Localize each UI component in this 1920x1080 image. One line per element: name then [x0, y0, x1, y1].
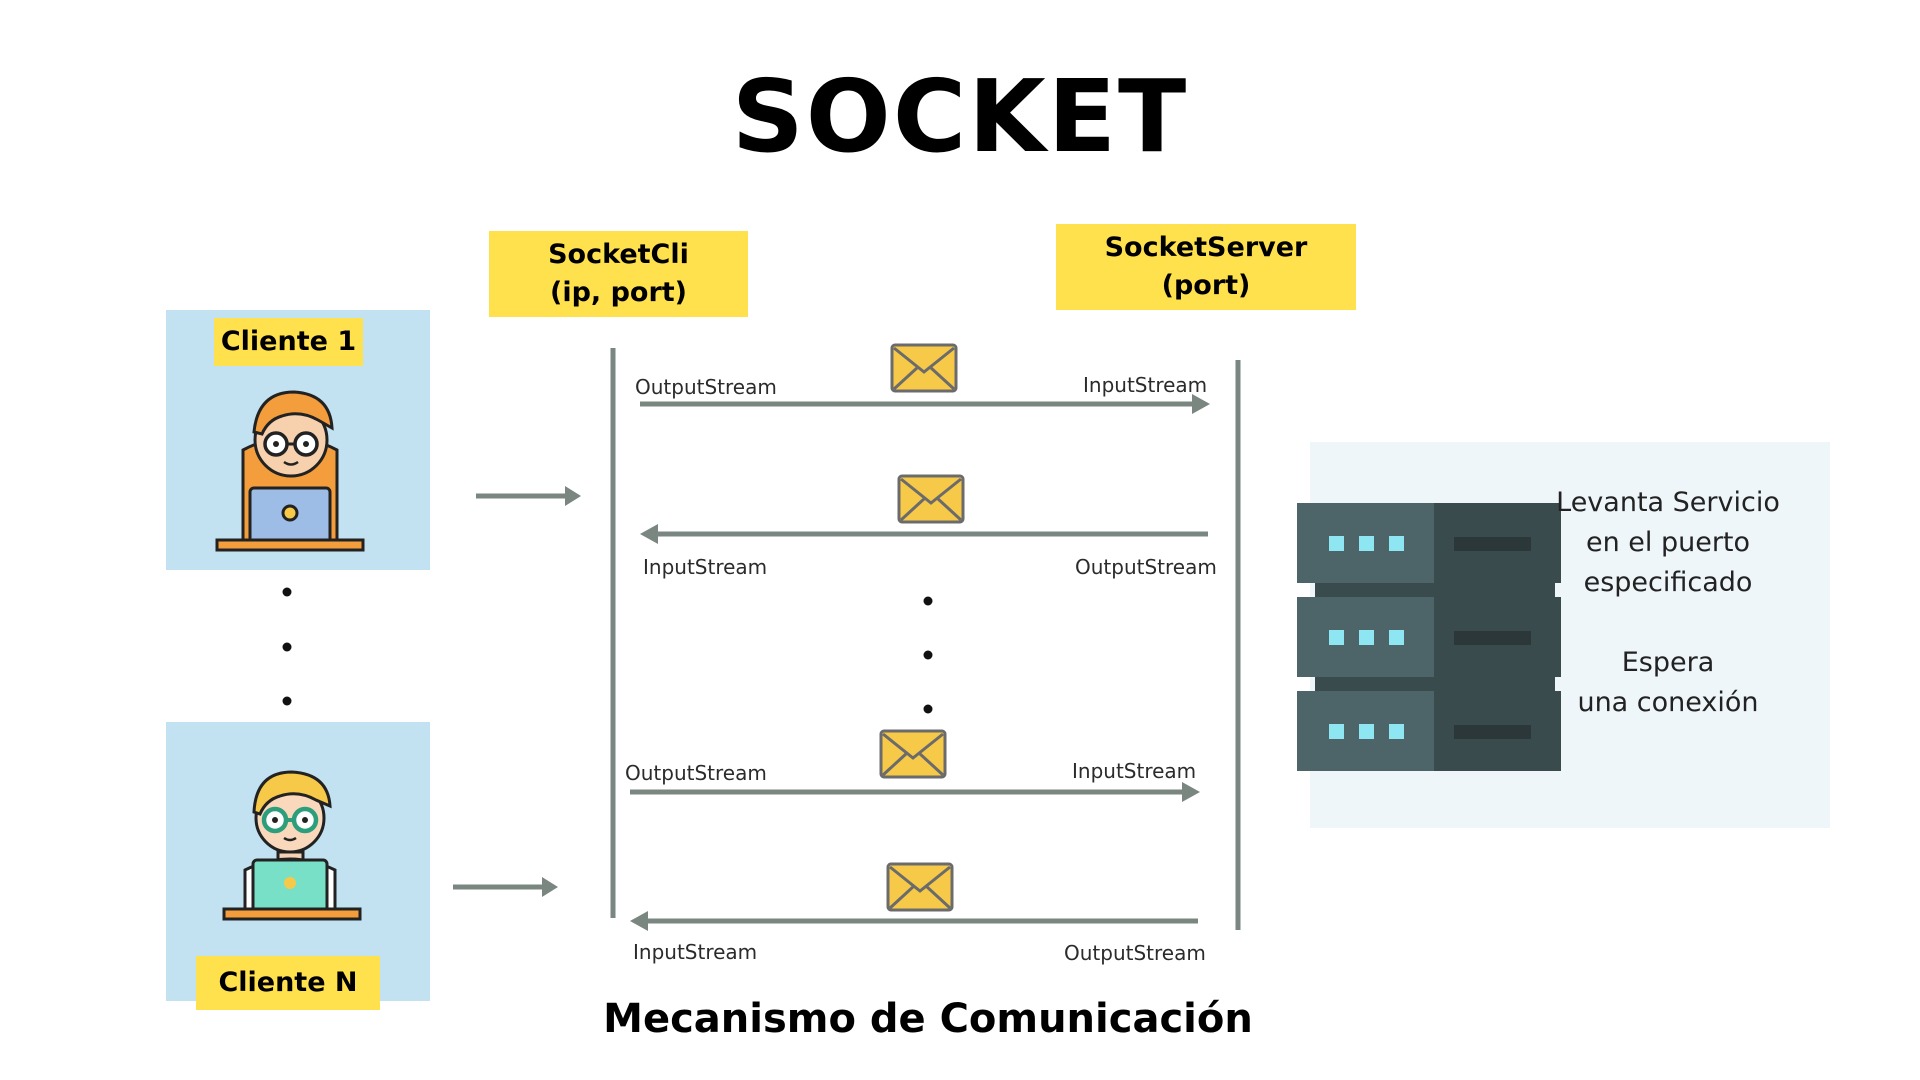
ellipsis-dot — [282, 587, 292, 597]
page-title: SOCKET — [731, 58, 1189, 175]
person-laptop-icon — [215, 390, 365, 552]
ellipsis-dot — [923, 596, 933, 606]
server-description: Levanta Servicio en el puerto especifica… — [1518, 483, 1818, 723]
arrow-right-icon — [476, 486, 581, 506]
ellipsis-dot — [282, 696, 292, 706]
envelope-icon — [879, 729, 947, 779]
output-stream-label: OutputStream — [635, 375, 777, 399]
ellipsis-dot — [282, 642, 292, 652]
socket-server-box: SocketServer (port) — [1056, 224, 1356, 310]
ellipsis-dot — [923, 650, 933, 660]
socket-server-name: SocketServer — [1104, 232, 1308, 263]
diagram-caption: Mecanismo de Comunicación — [603, 996, 1253, 1042]
socket-client-params: (ip, port) — [549, 277, 688, 308]
server-info-line: Levanta Servicio — [1556, 487, 1780, 518]
socket-client-box: SocketCli (ip, port) — [489, 231, 748, 317]
envelope-icon — [890, 343, 958, 393]
server-info-line: en el puerto — [1585, 527, 1751, 558]
arrow-right-icon — [453, 877, 558, 897]
person-laptop-icon — [222, 770, 362, 921]
envelope-icon — [886, 862, 954, 912]
output-stream-label: OutputStream — [1075, 555, 1217, 579]
arrow-left-icon — [640, 524, 1208, 544]
arrow-right-icon — [640, 394, 1210, 414]
arrow-left-icon — [630, 911, 1198, 931]
input-stream-label: InputStream — [1083, 373, 1208, 397]
envelope-icon — [897, 474, 965, 524]
arrow-right-icon — [630, 782, 1200, 802]
ellipsis-dot — [923, 704, 933, 714]
input-stream-label: InputStream — [643, 555, 768, 579]
output-stream-label: OutputStream — [625, 761, 767, 785]
server-info-line: una conexión — [1577, 687, 1759, 718]
server-info-line: Espera — [1621, 647, 1715, 678]
client-n-label: Cliente N — [196, 956, 380, 1010]
server-info-line: especificado — [1583, 567, 1753, 598]
socket-server-params: (port) — [1161, 270, 1251, 301]
socket-client-name: SocketCli — [548, 239, 689, 270]
client-1-label: Cliente 1 — [214, 318, 363, 366]
server-rack-icon — [1297, 503, 1561, 771]
input-stream-label: InputStream — [1072, 759, 1197, 783]
input-stream-label: InputStream — [633, 940, 758, 964]
output-stream-label: OutputStream — [1064, 941, 1206, 965]
